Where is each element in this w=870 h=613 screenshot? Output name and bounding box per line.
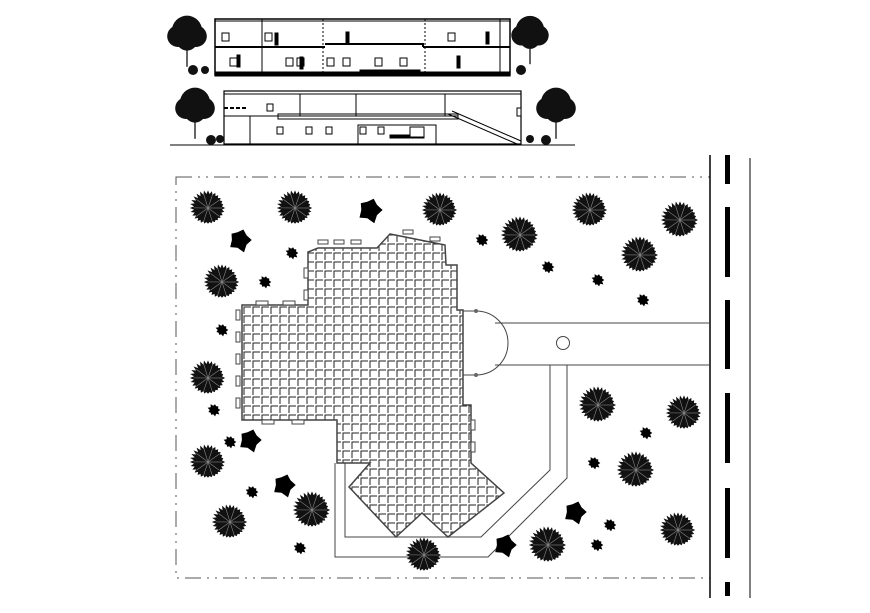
round-tree-icon [189, 360, 226, 394]
building-elevation [170, 90, 575, 146]
wall-projection [317, 239, 329, 245]
building-section [214, 18, 511, 77]
round-tree-icon [660, 201, 698, 237]
wall-projection [350, 239, 362, 245]
palm-tree-icon [240, 429, 262, 453]
wall-projection [470, 419, 476, 431]
wall-projection [235, 353, 241, 365]
palm-tree-icon [495, 534, 517, 558]
wall-projection [255, 300, 269, 306]
star-shrub-icon [245, 486, 259, 499]
wall-projection [470, 441, 476, 453]
star-shrub-icon [636, 294, 650, 307]
wall-projection [303, 289, 309, 301]
round-tree-icon [620, 236, 658, 272]
deciduous-tree-icon [511, 15, 549, 65]
star-shrub-icon [541, 261, 555, 274]
round-tree-icon [405, 537, 442, 571]
wall-projection [291, 419, 305, 425]
wall-projection [333, 239, 345, 245]
palm-tree-icon [230, 229, 252, 253]
star-shrub-icon [590, 539, 604, 552]
round-tree-icon [571, 192, 608, 226]
site-plan [175, 155, 751, 598]
building-footprint [241, 233, 506, 539]
shrub-icon [201, 66, 209, 74]
shrub-icon [206, 135, 216, 145]
wall-projection [235, 309, 241, 321]
round-tree-icon [528, 526, 566, 562]
shrub-icon [541, 135, 551, 145]
star-shrub-icon [587, 457, 601, 470]
wall-projection [235, 397, 241, 409]
building-wall-projections [235, 229, 476, 453]
round-tree-icon [276, 190, 313, 224]
star-shrub-icon [475, 234, 489, 247]
star-shrub-icon [285, 247, 299, 260]
wall-projection [303, 267, 309, 279]
star-shrub-icon [639, 427, 653, 440]
star-shrub-icon [258, 276, 272, 289]
shrub-icon [188, 65, 198, 75]
round-tree-icon [203, 264, 240, 298]
wall-projection [429, 236, 441, 242]
round-tree-icon [292, 491, 331, 527]
round-tree-icon [659, 512, 696, 546]
star-shrub-icon [223, 436, 237, 449]
shrub-icon [526, 135, 534, 143]
star-shrub-icon [591, 274, 605, 287]
round-tree-icon [189, 190, 226, 224]
trees [189, 190, 702, 571]
palm-tree-icon [359, 198, 383, 224]
round-tree-icon [500, 216, 538, 252]
round-tree-icon [189, 444, 226, 478]
star-shrub-icon [215, 324, 229, 337]
deciduous-tree-icon [175, 87, 215, 139]
round-tree-icon [211, 504, 248, 538]
round-tree-icon [421, 192, 458, 226]
road-centerline [725, 155, 730, 596]
shrub-icon [216, 135, 224, 143]
star-shrub-icon [603, 519, 617, 532]
deciduous-tree-icon [167, 15, 207, 67]
wall-projection [261, 419, 275, 425]
star-shrub-icon [293, 542, 307, 555]
wall-projection [235, 375, 241, 387]
wall-projection [282, 300, 296, 306]
driveway [334, 310, 710, 558]
wall-projection [235, 331, 241, 343]
round-tree-icon [665, 395, 702, 429]
shrub-icon [516, 65, 526, 75]
round-tree-icon [578, 386, 616, 422]
round-tree-icon [616, 451, 654, 487]
palm-tree-icon [565, 501, 587, 525]
star-shrub-icon [207, 404, 221, 417]
palm-tree-icon [274, 474, 296, 498]
deciduous-tree-icon [536, 87, 576, 139]
wall-projection [402, 229, 414, 235]
